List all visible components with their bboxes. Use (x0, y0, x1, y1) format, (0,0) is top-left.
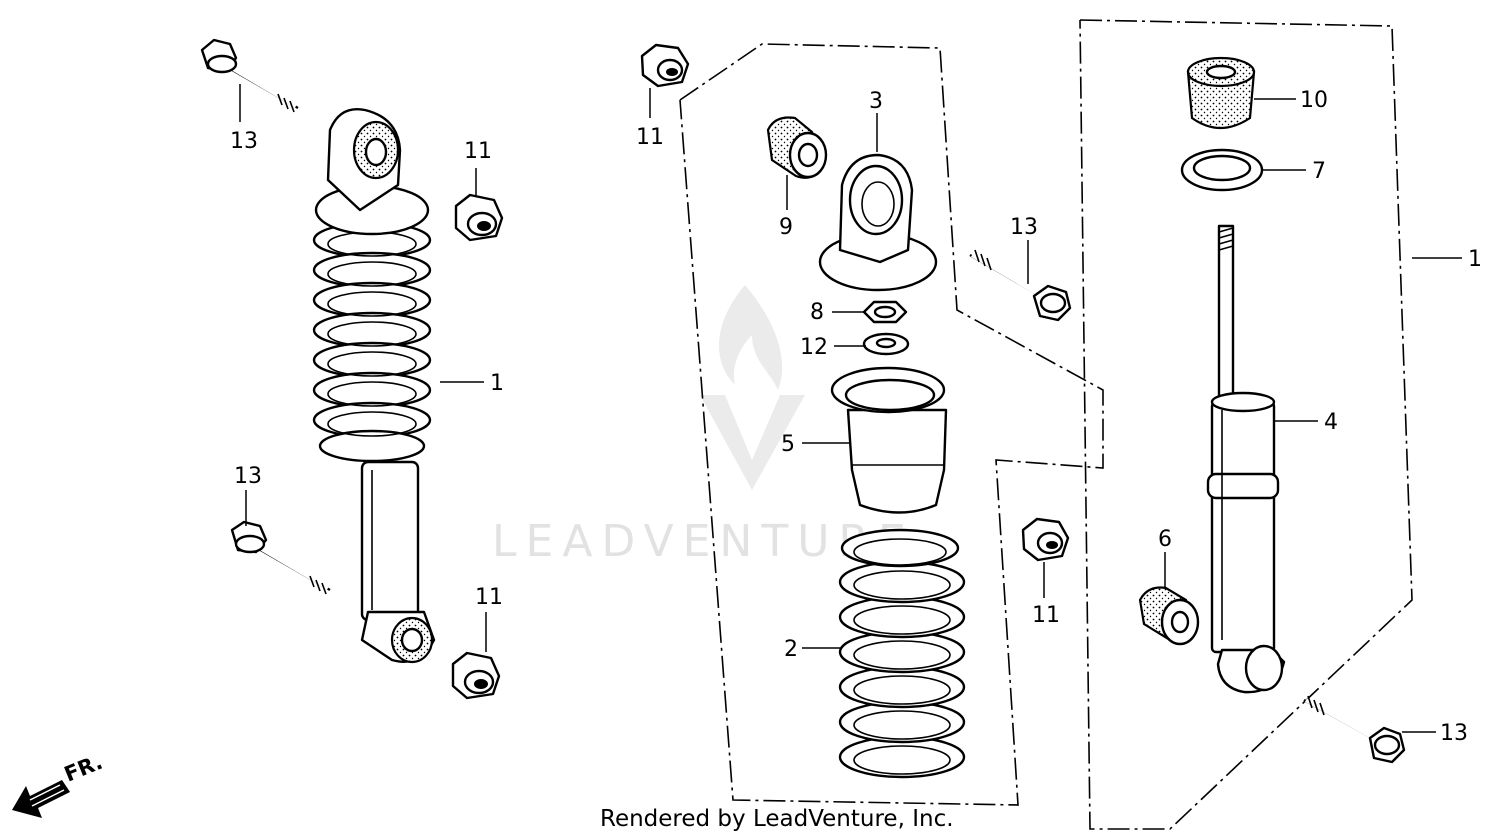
callout-11-nut-top-center: 11 (636, 125, 664, 150)
callout-7-washer: 7 (1312, 159, 1326, 184)
front-direction-label: FR. (61, 750, 106, 787)
callout-11-nut-left-upper: 11 (464, 139, 492, 164)
front-direction-arrow-icon (12, 780, 70, 818)
washer-12 (862, 332, 910, 356)
bushing-6 (1138, 586, 1200, 646)
callout-4-damper: 4 (1324, 410, 1338, 435)
callout-1-shock-absorber: 1 (490, 371, 504, 396)
callout-5-spring-guide: 5 (781, 432, 795, 457)
nut-left-upper (454, 193, 504, 242)
nut-right-middle (1021, 517, 1070, 562)
callout-13-bolt-right-lower: 13 (1440, 721, 1468, 746)
bolt-right-upper (969, 249, 1072, 322)
callout-10-bump-rubber: 10 (1300, 88, 1328, 113)
callout-13-bolt-upper-left: 13 (230, 129, 258, 154)
leadventure-logo-watermark (700, 285, 805, 490)
nut-left-lower (451, 651, 501, 700)
washer-7 (1180, 148, 1264, 192)
callout-6-bushing: 6 (1158, 527, 1172, 552)
callout-8-nut: 8 (810, 300, 824, 325)
callout-2-coil-spring: 2 (784, 637, 798, 662)
callout-11-nut-right-middle: 11 (1032, 603, 1060, 628)
callout-3-upper-spring-seat: 3 (869, 89, 883, 114)
upper-spring-seat-3 (818, 153, 938, 292)
bolt-upper-left (200, 38, 299, 113)
nut-top-center (640, 43, 690, 88)
callout-1-damper-assembly: 1 (1468, 247, 1482, 272)
leader-lines (239, 84, 1462, 733)
bushing-9 (766, 116, 828, 179)
callout-12-washer: 12 (800, 335, 828, 360)
bolt-right-lower (1303, 695, 1406, 764)
coil-spring-2 (838, 528, 966, 779)
callout-13-bolt-right-upper: 13 (1010, 215, 1038, 240)
callout-13-bolt-lower-left: 13 (234, 464, 262, 489)
footer-credit: Rendered by LeadVenture, Inc. (600, 806, 954, 832)
spring-guide-5 (830, 366, 948, 514)
bump-rubber-10 (1186, 56, 1256, 129)
watermark-text: LEADVENTURE (492, 516, 915, 567)
shock-absorber-assembly (312, 108, 436, 664)
callout-9-bushing: 9 (779, 215, 793, 240)
group-outline-spring-assembly (679, 43, 1104, 806)
damper-4 (1206, 224, 1286, 694)
bolt-lower-left (230, 520, 331, 595)
group-outline-damper-assembly (1079, 19, 1413, 830)
nut-8 (862, 300, 908, 324)
callout-11-nut-left-lower: 11 (475, 585, 503, 610)
